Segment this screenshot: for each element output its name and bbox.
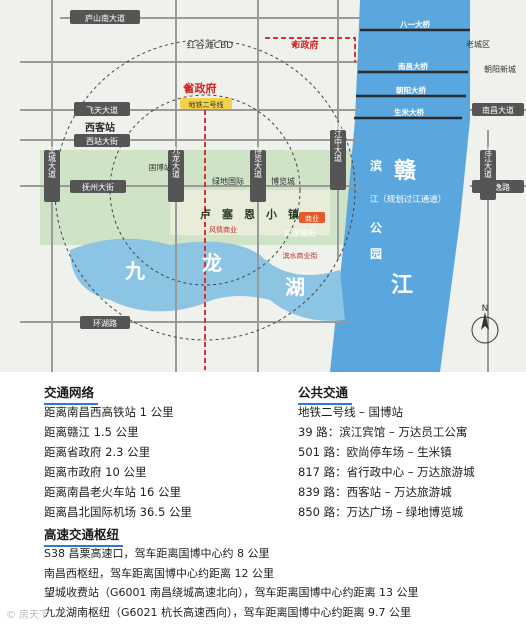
project-badge: 商业 [305, 214, 319, 223]
public-item: 850 路：万达广场 – 绿地博览城 [298, 505, 464, 519]
town-char-5: 镇 [288, 207, 299, 221]
place-fengjing: 风情商业 [209, 225, 237, 234]
label-bg-ganjiang-mid [330, 130, 346, 190]
transport-item: 距离昌北国际机场 36.5 公里 [44, 505, 192, 519]
park-label-yuan: 园 [370, 247, 382, 261]
place-laojie: 老城区 [466, 39, 490, 49]
road-label-feitian: 飞天大道 [86, 105, 118, 115]
road-label-beilong: 北龙檀街 [284, 228, 316, 238]
metro-line-north [265, 37, 356, 62]
label-bg-xizhan [74, 134, 130, 147]
transport-item: 距离南昌老火车站 16 公里 [44, 485, 181, 499]
road-label-xizhan: 西站大街 [86, 136, 118, 146]
place-shuijing: 滨水商业街 [283, 251, 318, 260]
ganjiang-river [330, 0, 470, 372]
radius-inner [109, 94, 301, 286]
river-note: 江（规划过江通道） [370, 194, 447, 205]
place-city-gov: 市政府 [291, 39, 318, 51]
road-label-ganjiang-mid: 赣江中大道 [334, 121, 343, 163]
highway-item: 南昌西枢纽，驾车距离国博中心约距离 12 公里 [44, 566, 274, 580]
label-bg-boqian [250, 150, 266, 202]
lake-label-hu: 湖 [285, 275, 305, 299]
highway-title: 高速交通枢纽 [44, 524, 124, 547]
road-label-boqian: 博览大道 [254, 145, 263, 179]
metro-badge: 地铁二号线 [189, 100, 224, 109]
park-label-gong: 公 [370, 221, 382, 235]
road-label-zhiqi: 洼江大道 [484, 145, 493, 179]
lake-label-long: 龙 [202, 251, 222, 275]
star-provincial-icon: ★ [182, 81, 193, 95]
transport-item: 距离南昌西高铁站 1 公里 [44, 405, 174, 419]
transport-item: 距离省政府 2.3 公里 [44, 445, 151, 459]
highway-item: 九龙湖南枢纽（G6021 杭长高速西向），驾车距离国博中心约距离 9.7 公里 [44, 605, 411, 619]
bridge-label-bayi: 八一大桥 [399, 19, 430, 29]
label-bg-zhiqi [480, 150, 496, 200]
road-label-huanhu: 环湖路 [93, 318, 117, 328]
public-item: 39 路：滨江宾馆 – 万达员工公寓 [298, 425, 468, 439]
project-badge-bg [299, 212, 325, 223]
town-char-2: 塞 [221, 207, 234, 221]
transport-title: 交通网络 [44, 382, 99, 405]
place-greenland: 绿地国际 [212, 176, 244, 186]
bridges [354, 28, 470, 120]
label-bg-wangcheng [44, 150, 60, 202]
jiulong-lake [70, 238, 345, 321]
public-list: 地铁二号线 – 国博站 39 路：滨江宾馆 – 万达员工公寓 501 路：欧尚停… [298, 402, 475, 522]
park-label-bin: 滨 [370, 158, 382, 173]
info-panel: 交通网络 距离南昌西高铁站 1 公里 距离赣江 1.5 公里 距离省政府 2.3… [0, 372, 526, 625]
road-label-dongsi: 东逸路 [486, 182, 510, 192]
highway-item: S38 昌栗高速口，驾车距离国博中心约 8 公里 [44, 547, 270, 560]
lake-label-jiu: 九 [124, 259, 145, 283]
road-label-jiulong: 九龙大道 [172, 146, 181, 179]
radius-circles [54, 39, 356, 341]
star-city-icon: ★ [290, 40, 299, 51]
compass-north: N [482, 304, 489, 314]
label-bg-jiulong [168, 150, 184, 202]
place-chaoyang: 朝阳新城 [484, 64, 516, 74]
river-label-jiang: 江 [391, 273, 413, 298]
road-label-nanchang: 南昌大道 [482, 105, 514, 115]
public-title: 公共交通 [298, 382, 353, 405]
bridge-label-chaoyang: 朝阳大桥 [396, 85, 426, 95]
public-item: 839 路：西客站 – 万达旅游城 [298, 485, 452, 499]
highway-item: 望城收费站（G6001 南昌绕城高速北向），驾车距离国博中心约距离 13 公里 [44, 586, 419, 599]
transport-item: 距离市政府 10 公里 [44, 465, 147, 479]
place-metro-station: 国博站 [149, 162, 172, 172]
transport-list: 距离南昌西高铁站 1 公里 距离赣江 1.5 公里 距离省政府 2.3 公里 距… [44, 402, 192, 522]
public-item: 地铁二号线 – 国博站 [298, 405, 404, 419]
compass-needle [481, 312, 489, 330]
label-bg-fuzhou [70, 180, 126, 193]
highway-list: S38 昌栗高速口，驾车距离国博中心约 8 公里 南昌西枢纽，驾车距离国博中心约… [44, 544, 419, 622]
bridge-label-nanchang: 南昌大桥 [398, 61, 428, 71]
place-xizhan: 西客站 [85, 121, 115, 134]
label-bg-nanchang [472, 103, 524, 116]
town-char-4: 小 [265, 207, 277, 221]
place-provincial-gov: 省政府 [183, 81, 217, 95]
label-bg-huanhu [80, 316, 130, 329]
label-bg-feitian [74, 102, 130, 116]
label-bg-lushan [70, 10, 140, 24]
place-bolan-city: 博览城 [271, 176, 295, 186]
place-hongguchan: 红谷滩CBD [187, 39, 233, 51]
metro-badge-bg [180, 98, 232, 109]
bridge-label-shengmi: 生米大桥 [394, 107, 424, 117]
compass-icon: N [471, 304, 499, 344]
town-char-3: 恩 [244, 208, 255, 221]
transport-item: 距离赣江 1.5 公里 [44, 425, 139, 439]
road-label-lushan-south: 庐山南大道 [85, 13, 125, 23]
town-char-1: 卢 [200, 207, 211, 221]
watermark: © 房天下 [6, 610, 50, 621]
river-label-gan: 赣 [394, 158, 417, 184]
radius-outer [54, 39, 356, 341]
road-label-wangcheng: 望城大道 [48, 145, 57, 179]
location-map: 庐山南大道 飞天大道 西站大街 抚州大街 环湖路 南昌大道 东逸路 九龙大道 博… [0, 0, 526, 372]
public-item: 501 路：欧尚停车场 – 生米镇 [298, 445, 452, 459]
road-label-fuzhou: 抚州大街 [82, 182, 114, 192]
public-item: 817 路：省行政中心 – 万达旅游城 [298, 465, 475, 479]
